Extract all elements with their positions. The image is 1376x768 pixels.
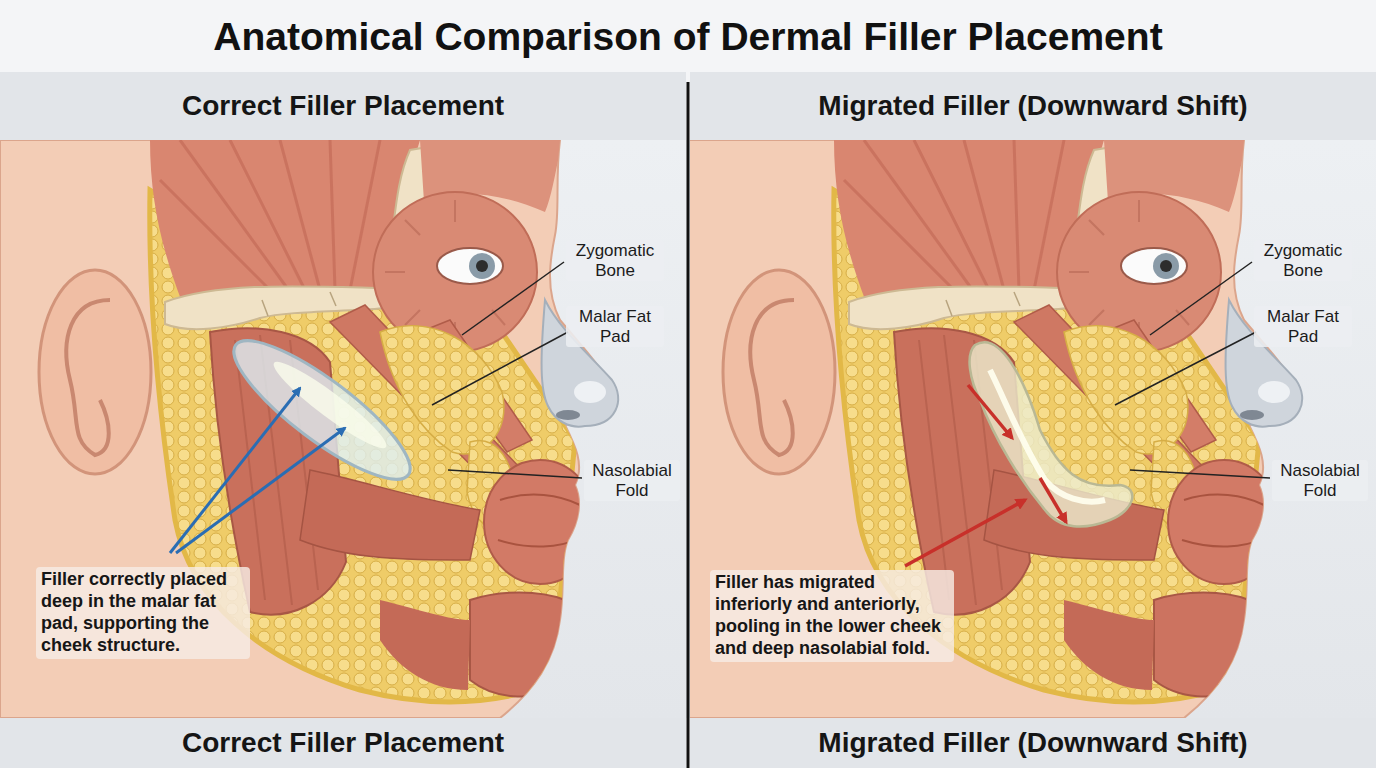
- face-left: [0, 140, 618, 718]
- panel-heading-text: Correct Filler Placement: [182, 89, 504, 123]
- illustration-path: [1115, 332, 1256, 405]
- illustration-path: [448, 470, 582, 478]
- diagram-title: Anatomical Comparison of Dermal Filler P…: [0, 14, 1376, 61]
- illustration-path: [432, 332, 568, 405]
- anatomy-label: Malar Fat Pad: [1254, 306, 1352, 347]
- leader-lines: [432, 262, 1270, 478]
- illustration-path: [905, 500, 1025, 566]
- panel-heading-band: Migrated Filler (Downward Shift): [690, 72, 1376, 140]
- anatomy-label: Malar Fat Pad: [566, 306, 664, 347]
- illustration-path: [990, 370, 1105, 502]
- anatomy-label: Nasolabial Fold: [1272, 460, 1368, 501]
- anatomy-label: Nasolabial Fold: [584, 460, 680, 501]
- red-arrows: [905, 385, 1066, 566]
- illustration-path: [1130, 470, 1270, 478]
- illustration-path: [970, 342, 1133, 526]
- illustration-path: [170, 388, 300, 553]
- face-right: [690, 140, 1302, 718]
- illustration-line: [687, 82, 690, 768]
- panel-heading-text: Migrated Filler (Downward Shift): [818, 726, 1247, 760]
- illustration-path: [1150, 262, 1252, 335]
- annotation-note: Filler correctly placed deep in the mala…: [36, 567, 250, 659]
- panel-heading-text: Correct Filler Placement: [182, 726, 504, 760]
- anatomy-label: Zygomatic Bone: [1254, 240, 1352, 281]
- illustration-use: [690, 140, 1302, 718]
- anatomy-label: Zygomatic Bone: [566, 240, 664, 281]
- annotation-note: Filler has migrated inferiorly and anter…: [710, 570, 954, 662]
- illustration-ellipse: [218, 321, 427, 499]
- illustration-path: [1040, 478, 1066, 522]
- panel-heading-text: Migrated Filler (Downward Shift): [818, 89, 1247, 123]
- illustration-path: [176, 428, 345, 553]
- illustration-path: [968, 385, 1012, 438]
- blue-arrows: [170, 388, 345, 553]
- panel-heading-band: Correct Filler Placement: [0, 72, 686, 140]
- panel-footer-band: Migrated Filler (Downward Shift): [690, 718, 1376, 768]
- illustration-path: [462, 262, 564, 335]
- panel-footer-band: Correct Filler Placement: [0, 718, 686, 768]
- illustration-use: [0, 140, 618, 718]
